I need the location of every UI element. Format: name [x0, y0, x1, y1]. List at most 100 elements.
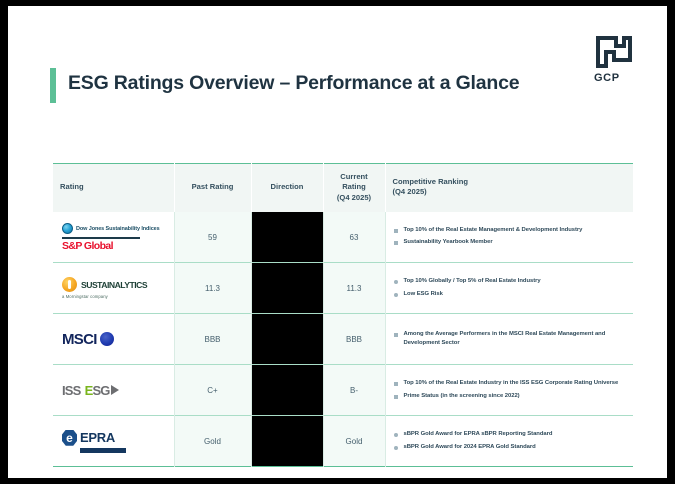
column-header-rating: Rating: [53, 163, 175, 212]
ranking-bullet-list: Top 10% Globally / Top 5% of Real Estate…: [393, 277, 628, 300]
djsi-lockup: Dow Jones Sustainability Indices: [62, 223, 174, 234]
esg-wordmark: SG: [92, 382, 110, 398]
list-item-text: Top 10% of the Real Estate Management & …: [403, 227, 583, 234]
list-item-text: Among the Average Performers in the MSCI…: [403, 330, 606, 347]
djsi-label: Dow Jones Sustainability Indices: [76, 225, 160, 232]
table-body: Dow Jones Sustainability Indices S&P Glo…: [53, 211, 633, 467]
list-item: sBPR Gold Award for EPRA sBPR Reporting …: [393, 430, 628, 440]
bullet-square-icon: [393, 332, 398, 337]
table-row: MSCI BBB BBB Among the Average Performer…: [53, 313, 633, 365]
current-rating-value: 63: [322, 211, 386, 263]
list-item-text: Top 10% Globally / Top 5% of Real Estate…: [403, 278, 541, 285]
gcp-square-mark: [596, 36, 632, 68]
column-header-current-rating: Current Rating (Q4 2025): [323, 163, 386, 212]
sp-global-djsi-logo: Dow Jones Sustainability Indices S&P Glo…: [62, 215, 174, 259]
table-row: Dow Jones Sustainability Indices S&P Glo…: [53, 211, 633, 263]
epra-wordmark: EPRA: [80, 430, 115, 446]
epra-lockup: e EPRA: [62, 429, 174, 446]
list-item-text: Low ESG Risk: [403, 290, 443, 297]
past-rating-value: C+: [173, 364, 252, 416]
ranking-bullet-list: Top 10% of the Real Estate Industry in t…: [393, 379, 628, 402]
direction-cell: [251, 364, 324, 416]
msci-logo: MSCI: [62, 317, 174, 361]
table-row: SUSTAINALYTICS a Morningstar company 11.…: [53, 262, 633, 314]
competitive-ranking-cell: Among the Average Performers in the MSCI…: [385, 313, 633, 365]
table-header-row: Rating Past Rating Direction Current Rat…: [53, 163, 633, 212]
list-item-text: sBPR Gold Award for 2024 EPRA Gold Stand…: [403, 443, 536, 450]
sustainalytics-logo: SUSTAINALYTICS a Morningstar company: [62, 266, 174, 310]
competitive-ranking-cell: Top 10% of the Real Estate Management & …: [385, 211, 633, 263]
direction-cell: [251, 313, 324, 365]
agency-cell-iss-esg: ISS E SG: [53, 364, 174, 416]
competitive-ranking-cell: sBPR Gold Award for EPRA sBPR Reporting …: [385, 415, 633, 467]
table-row: e EPRA Gold Gold sBPR Gold Award for EPR…: [53, 415, 633, 467]
table-row: ISS E SG C+ B- Top 10% of the Real Estat…: [53, 364, 633, 416]
sustainalytics-lockup: SUSTAINALYTICS: [62, 277, 174, 293]
ranking-bullet-list: Among the Average Performers in the MSCI…: [393, 330, 628, 349]
sustainalytics-subtitle: a Morningstar company: [62, 294, 108, 300]
competitive-ranking-cell: Top 10% Globally / Top 5% of Real Estate…: [385, 262, 633, 314]
bullet-square-icon: [393, 229, 398, 234]
past-rating-value: BBB: [173, 313, 252, 365]
list-item: Top 10% Globally / Top 5% of Real Estate…: [393, 277, 628, 287]
past-rating-value: Gold: [173, 415, 252, 467]
esg-ratings-table: Rating Past Rating Direction Current Rat…: [53, 163, 633, 467]
list-item-text: Prime Status (in the screening since 202…: [403, 392, 520, 399]
direction-cell: [251, 262, 324, 314]
current-rating-value: Gold: [322, 415, 386, 467]
bullet-round-icon: [393, 280, 398, 285]
column-header-competitive-ranking: Competitive Ranking (Q4 2025): [385, 163, 633, 212]
title-accent-bar: [50, 68, 56, 103]
past-rating-value: 11.3: [173, 262, 252, 314]
bullet-square-icon: [393, 394, 398, 399]
column-header-direction: Direction: [251, 163, 324, 212]
list-item: Among the Average Performers in the MSCI…: [393, 330, 628, 349]
current-rating-value: B-: [322, 364, 386, 416]
gcp-wordmark: GCP: [594, 72, 620, 84]
globe-icon: [62, 223, 73, 234]
msci-lockup: MSCI: [62, 332, 174, 347]
arrow-right-icon: [110, 385, 119, 396]
epra-logo: e EPRA: [62, 419, 174, 463]
iss-esg-lockup: ISS E SG: [62, 384, 174, 397]
list-item-text: sBPR Gold Award for EPRA sBPR Reporting …: [403, 431, 553, 438]
ranking-bullet-list: Top 10% of the Real Estate Management & …: [393, 226, 628, 248]
flame-circle-icon: [62, 277, 77, 293]
iss-esg-logo: ISS E SG: [62, 368, 174, 412]
competitive-ranking-cell: Top 10% of the Real Estate Industry in t…: [385, 364, 633, 416]
table-header: Rating Past Rating Direction Current Rat…: [53, 163, 633, 212]
bullet-round-icon: [393, 292, 398, 297]
gcp-logo: GCP: [594, 34, 642, 86]
column-header-past-rating: Past Rating: [174, 163, 252, 212]
divider: [80, 447, 126, 453]
ranking-bullet-list: sBPR Gold Award for EPRA sBPR Reporting …: [393, 430, 628, 453]
slide-canvas: ESG Ratings Overview – Performance at a …: [8, 6, 667, 478]
current-rating-value: BBB: [322, 313, 386, 365]
agency-cell-msci: MSCI: [53, 313, 174, 365]
msci-wordmark: MSCI: [62, 330, 97, 348]
list-item-text: Top 10% of the Real Estate Industry in t…: [403, 380, 619, 387]
list-item: Prime Status (in the screening since 202…: [393, 392, 628, 402]
direction-cell: [251, 415, 324, 467]
list-item-text: Sustainability Yearbook Member: [403, 239, 493, 246]
sustainalytics-wordmark: SUSTAINALYTICS: [81, 279, 148, 290]
bullet-round-icon: [393, 445, 398, 450]
agency-cell-sustainalytics: SUSTAINALYTICS a Morningstar company: [53, 262, 174, 314]
list-item: sBPR Gold Award for 2024 EPRA Gold Stand…: [393, 443, 628, 453]
direction-cell: [251, 211, 324, 263]
bullet-square-icon: [393, 382, 398, 387]
list-item: Top 10% of the Real Estate Management & …: [393, 226, 628, 236]
list-item: Top 10% of the Real Estate Industry in t…: [393, 379, 628, 389]
iss-wordmark: ISS: [62, 382, 81, 398]
past-rating-value: 59: [173, 211, 252, 263]
divider: [62, 236, 140, 239]
esg-accent-letter: E: [84, 382, 94, 398]
list-item: Sustainability Yearbook Member: [393, 238, 628, 248]
globe-icon: [99, 332, 114, 347]
sp-global-wordmark: S&P Global: [62, 239, 114, 252]
bullet-round-icon: [393, 433, 398, 438]
agency-cell-epra: e EPRA: [53, 415, 174, 467]
list-item: Low ESG Risk: [393, 290, 628, 300]
current-rating-value: 11.3: [322, 262, 386, 314]
page-title: ESG Ratings Overview – Performance at a …: [68, 72, 520, 94]
